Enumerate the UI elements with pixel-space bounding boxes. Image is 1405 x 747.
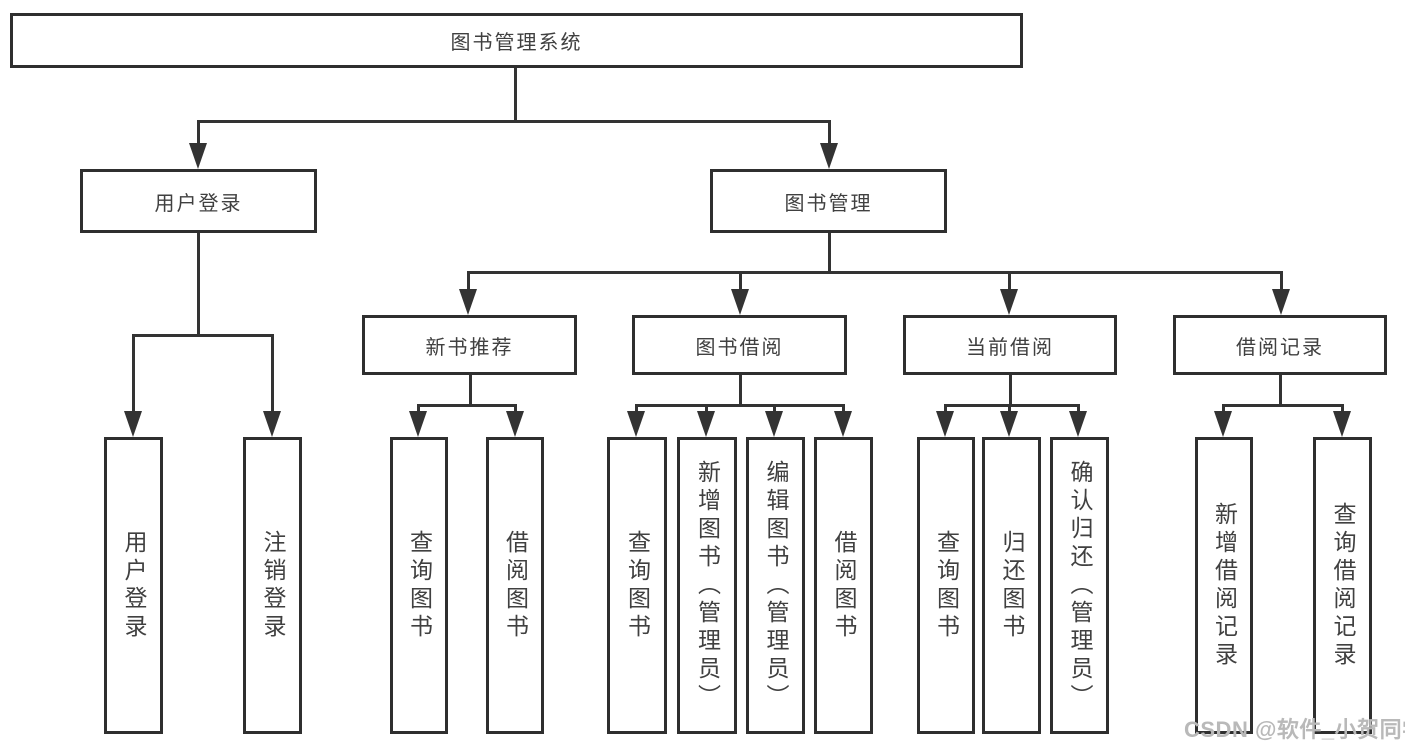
connector-line [271, 336, 274, 413]
connector-line [1341, 406, 1344, 413]
leaf-label: 归还图书 [999, 529, 1025, 642]
connector-line [197, 120, 831, 123]
leaf-records-query-record: 查询借阅记录 [1313, 437, 1372, 734]
leaf-current-query-books: 查询图书 [917, 437, 975, 734]
node-label: 图书管理 [784, 192, 873, 215]
arrowhead-down-icon [459, 289, 477, 315]
leaf-label: 确认归还（管理员） [1067, 459, 1093, 712]
arrowhead-down-icon [409, 411, 427, 437]
connector-line [197, 122, 200, 150]
leaf-current-confirm-return-admin: 确认归还（管理员） [1050, 437, 1109, 734]
leaf-logout: 注销登录 [243, 437, 302, 734]
node-book-borrowing: 图书借阅 [632, 315, 847, 375]
node-borrowing-records: 借阅记录 [1173, 315, 1387, 375]
node-current-borrowing: 当前借阅 [903, 315, 1117, 375]
leaf-label: 新增借阅记录 [1211, 501, 1238, 670]
arrowhead-down-icon [1272, 289, 1290, 315]
leaf-label: 用户登录 [121, 529, 147, 642]
node-user-login: 用户登录 [80, 169, 317, 233]
leaf-borrow-borrow-books: 借阅图书 [814, 437, 873, 734]
connector-line [1008, 273, 1011, 294]
node-label: 借阅记录 [1236, 336, 1324, 359]
connector-line [1222, 404, 1344, 407]
leaf-newbook-borrow-books: 借阅图书 [486, 437, 544, 734]
leaf-records-add-record: 新增借阅记录 [1195, 437, 1253, 734]
node-library-management-system: 图书管理系统 [10, 13, 1023, 68]
connector-line [467, 273, 470, 294]
connector-line [467, 271, 1283, 274]
leaf-label: 查询借阅记录 [1330, 501, 1356, 670]
arrowhead-down-icon [697, 411, 715, 437]
arrowhead-down-icon [1000, 289, 1018, 315]
node-label: 用户登录 [154, 192, 243, 215]
connector-line [1009, 375, 1012, 406]
node-book-management: 图书管理 [710, 169, 947, 233]
connector-line [132, 334, 274, 337]
arrowhead-down-icon [506, 411, 524, 437]
connector-line [842, 406, 845, 413]
connector-line [132, 336, 135, 413]
leaf-label: 查询图书 [624, 529, 651, 642]
arrowhead-down-icon [1000, 411, 1018, 437]
leaf-newbook-query-books: 查询图书 [390, 437, 448, 734]
leaf-user-login: 用户登录 [104, 437, 163, 734]
arrowhead-down-icon [124, 411, 142, 437]
arrowhead-down-icon [834, 411, 852, 437]
connector-line [1279, 375, 1282, 406]
arrowhead-down-icon [765, 411, 783, 437]
node-new-book-recommendation: 新书推荐 [362, 315, 577, 375]
connector-line [1077, 406, 1080, 413]
connector-line [417, 406, 420, 413]
leaf-current-return-books: 归还图书 [982, 437, 1041, 734]
arrowhead-down-icon [731, 289, 749, 315]
leaf-borrow-edit-books-admin: 编辑图书（管理员） [746, 437, 805, 734]
leaf-label: 查询图书 [406, 529, 433, 642]
connector-line [635, 406, 638, 413]
connector-line [514, 406, 517, 413]
connector-line [828, 233, 831, 274]
node-label: 图书借阅 [695, 336, 784, 359]
connector-line [417, 404, 517, 407]
connector-line [828, 122, 831, 150]
leaf-borrow-add-books-admin: 新增图书（管理员） [677, 437, 737, 734]
connector-line [739, 375, 742, 406]
arrowhead-down-icon [936, 411, 954, 437]
leaf-label: 新增图书（管理员） [694, 459, 721, 712]
connector-line [514, 68, 517, 122]
arrowhead-down-icon [263, 411, 281, 437]
node-label: 图书管理系统 [450, 32, 583, 54]
arrowhead-down-icon [1333, 411, 1351, 437]
arrowhead-down-icon [189, 143, 207, 169]
leaf-label: 注销登录 [260, 529, 286, 642]
connector-line [197, 233, 200, 337]
arrowhead-down-icon [1069, 411, 1087, 437]
connector-line [1222, 406, 1225, 413]
connector-line [739, 273, 742, 294]
connector-line [944, 404, 1080, 407]
connector-line [635, 404, 845, 407]
connector-line [944, 406, 947, 413]
leaf-label: 查询图书 [933, 529, 960, 642]
leaf-label: 借阅图书 [502, 529, 529, 642]
arrowhead-down-icon [1214, 411, 1232, 437]
connector-line [705, 406, 708, 413]
arrowhead-down-icon [627, 411, 645, 437]
node-label: 当前借阅 [966, 336, 1054, 359]
connector-line [773, 406, 776, 413]
node-label: 新书推荐 [425, 336, 514, 359]
leaf-label: 借阅图书 [831, 529, 857, 642]
connector-line [1280, 273, 1283, 294]
leaf-label: 编辑图书（管理员） [763, 459, 789, 712]
leaf-borrow-query-books: 查询图书 [607, 437, 667, 734]
arrowhead-down-icon [820, 143, 838, 169]
connector-line [469, 375, 472, 406]
watermark: CSDN @软件_小贺同学 [1184, 717, 1405, 742]
connector-line [1008, 406, 1011, 413]
